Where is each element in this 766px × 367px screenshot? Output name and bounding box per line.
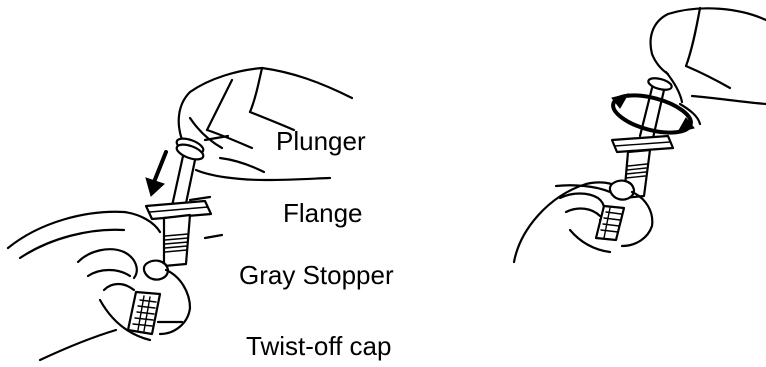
leader-line-flange [190, 197, 210, 200]
upper-hand-right [651, 8, 766, 124]
twist-off-cap-left [128, 292, 160, 334]
rotate-arrows-icon [609, 88, 695, 140]
syringe-barrel-left [164, 215, 190, 266]
flange-label: Flange [283, 200, 363, 226]
lower-hand-left [8, 212, 190, 360]
down-arrow-icon [146, 152, 166, 196]
twist-off-cap-right [596, 206, 624, 240]
twist-off-cap-label: Twist-off cap [246, 333, 391, 359]
lower-hand-right [514, 181, 652, 262]
right-illustration [514, 8, 766, 262]
leader-line-gray-stopper [205, 235, 222, 238]
gray-stopper-label: Gray Stopper [239, 262, 394, 288]
plunger-label: Plunger [276, 128, 366, 154]
upper-hand-left [179, 68, 352, 180]
